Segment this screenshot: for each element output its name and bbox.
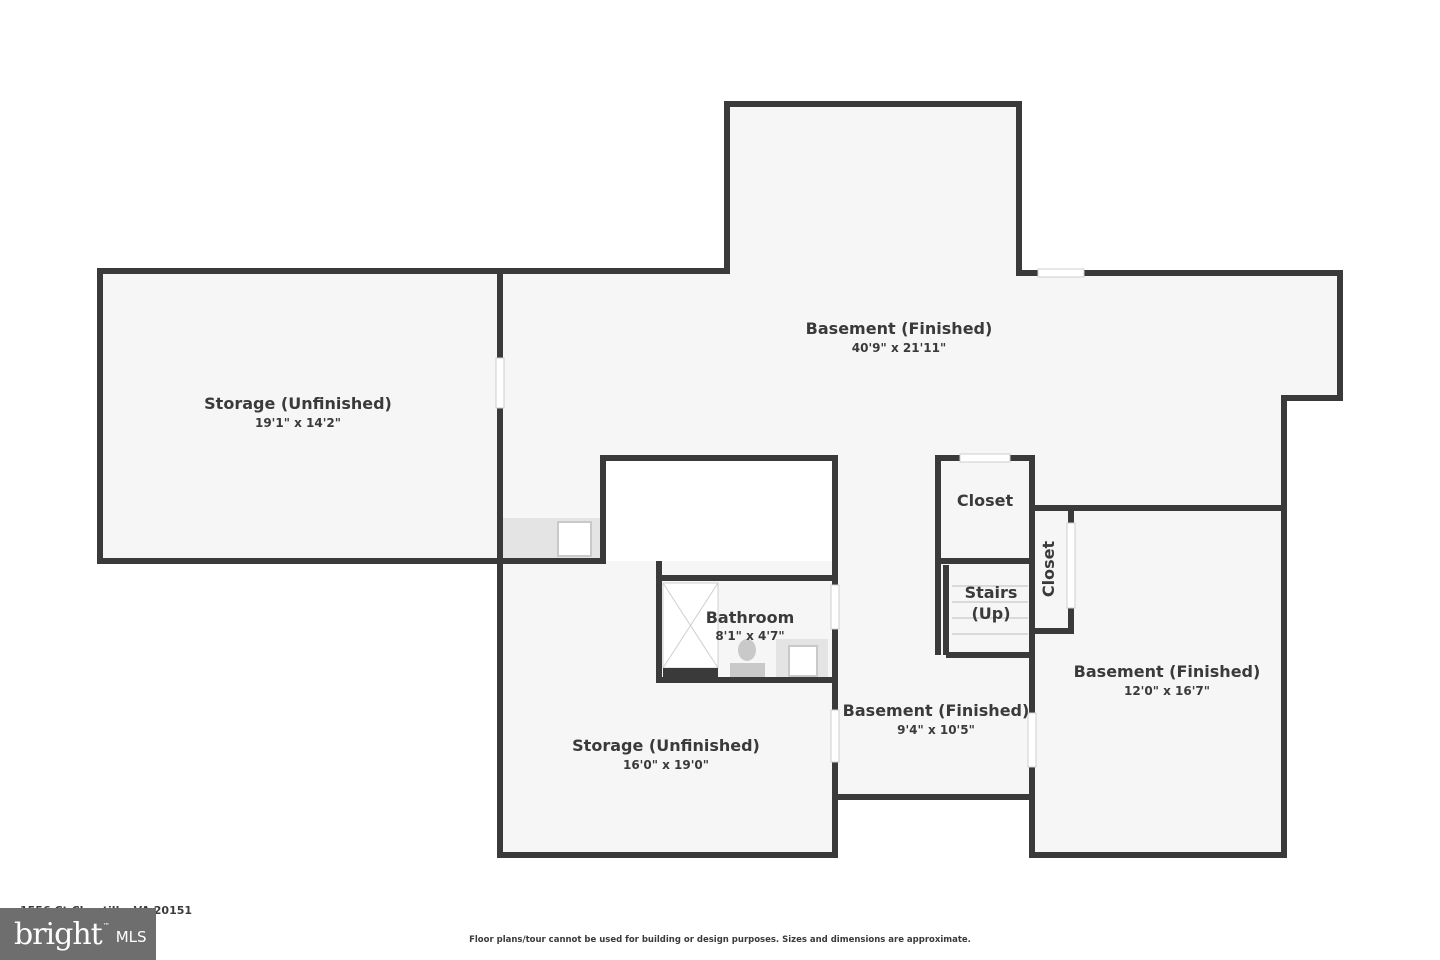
fixtures xyxy=(503,518,1028,677)
sink-icon xyxy=(557,521,592,557)
brand-suffix: MLS xyxy=(115,928,147,946)
disclaimer: Floor plans/tour cannot be used for buil… xyxy=(469,935,971,945)
bath-step xyxy=(663,668,718,677)
basement-center-name: Basement (Finished) xyxy=(843,701,1030,720)
bathroom-dims: 8'1" x 4'7" xyxy=(715,629,784,643)
brand-tm: ™ xyxy=(102,922,110,930)
storage-bottom-dims: 16'0" x 19'0" xyxy=(623,758,709,772)
toilet-icon xyxy=(730,663,765,677)
closet-side-name: Closet xyxy=(1039,541,1058,598)
storage-left-name: Storage (Unfinished) xyxy=(204,394,392,413)
basement-main-name: Basement (Finished) xyxy=(806,319,993,338)
basement-right-dims: 12'0" x 16'7" xyxy=(1124,684,1210,698)
basement-center-dims: 9'4" x 10'5" xyxy=(897,723,975,737)
walls xyxy=(97,101,1343,858)
storage-bottom-name: Storage (Unfinished) xyxy=(572,736,760,755)
vanity-sink-icon xyxy=(788,645,818,677)
openings xyxy=(495,268,1085,768)
bright-mls-logo: bright ™ MLS xyxy=(0,908,156,960)
storage-left-dims: 19'1" x 14'2" xyxy=(255,416,341,430)
stair-treads xyxy=(952,585,1028,635)
brand-name: bright xyxy=(14,916,103,952)
stairs-direction: (Up) xyxy=(971,604,1010,623)
basement-main-dims: 40'9" x 21'11" xyxy=(852,341,946,355)
bathroom-name: Bathroom xyxy=(706,608,795,627)
stairs-name: Stairs xyxy=(965,583,1018,602)
closet-top-name: Closet xyxy=(957,491,1014,510)
basement-right-name: Basement (Finished) xyxy=(1074,662,1261,681)
room-labels: Storage (Unfinished) 19'1" x 14'2" Basem… xyxy=(204,319,1260,772)
